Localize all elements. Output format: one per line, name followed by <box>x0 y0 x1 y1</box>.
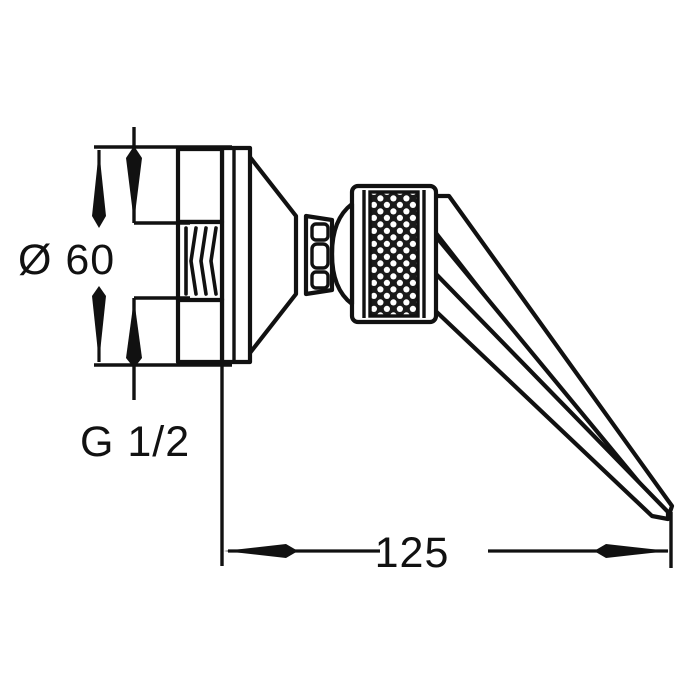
diameter-dimension-label: Ø 60 <box>18 236 115 284</box>
dimension-thread-g12 <box>126 146 142 368</box>
part-geometry <box>175 145 675 522</box>
length-dimension-label: 125 <box>375 529 450 577</box>
thread-dimension-label: G 1/2 <box>80 418 190 466</box>
arrow-head-thread-up <box>126 299 142 368</box>
body-block-upper <box>175 146 225 225</box>
dimension-annotations: Ø 60 G 1/2 125 <box>18 127 673 577</box>
dimension-length-125 <box>220 362 673 568</box>
neck-ring-lower <box>310 270 330 290</box>
neck-ring-upper <box>310 222 330 242</box>
arrow-head-diameter-down <box>92 286 106 362</box>
knurl-field-border <box>368 190 420 318</box>
arrow-head-diameter-up <box>92 150 106 228</box>
arrow-head-125-left <box>224 544 298 558</box>
dimension-diameter-60 <box>92 150 106 362</box>
body-block-lower <box>175 296 225 365</box>
arrow-head-thread-down <box>126 146 142 222</box>
arrow-head-125-right <box>594 544 669 558</box>
thread-profile-hatching <box>184 226 218 296</box>
neck-ring-middle <box>310 242 330 270</box>
knurl-texture <box>370 192 418 316</box>
wall-flange-plate <box>219 145 253 365</box>
